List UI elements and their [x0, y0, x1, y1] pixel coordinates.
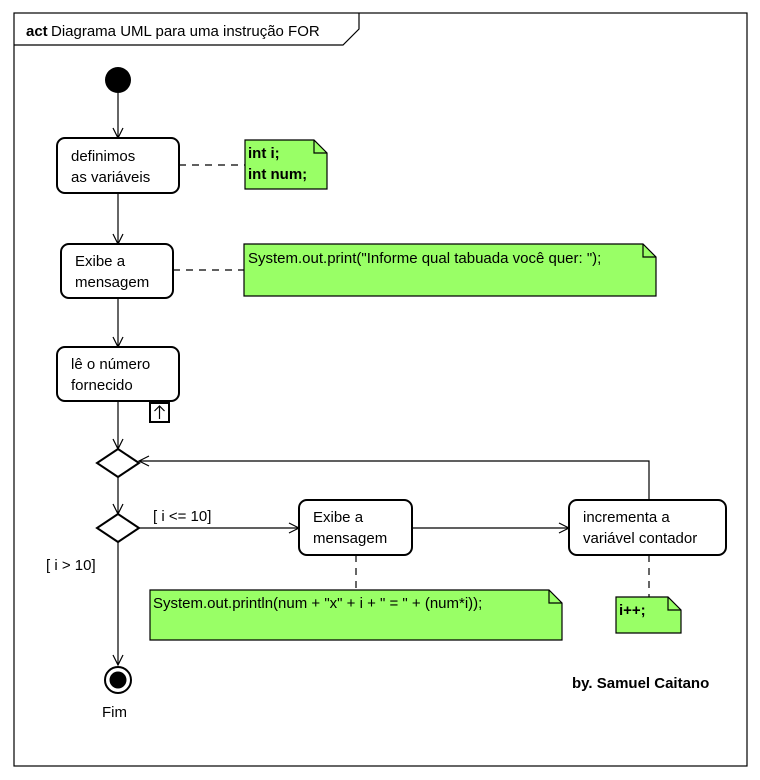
frame-title: Diagrama UML para uma instrução FOR [51, 23, 320, 40]
flow-increment-merge [139, 461, 650, 500]
action-increment-counter-line2: variável contador [583, 530, 697, 547]
guard-loop-true: [ i <= 10] [153, 508, 211, 525]
action-read-number-line1: lê o número [71, 356, 150, 373]
action-define-variables-line2: as variáveis [71, 169, 150, 186]
action-increment-counter-line1: incrementa a [583, 509, 670, 526]
note-incr [615, 596, 682, 634]
action-show-message-1-line1: Exibe a [75, 253, 126, 270]
final-node-inner [109, 671, 127, 689]
note-vars-line2: int num; [248, 166, 307, 183]
action-increment-counter [568, 499, 727, 556]
note-print-fold [642, 244, 656, 258]
note-println [149, 589, 563, 641]
note-println-fold [548, 590, 562, 604]
note-println-text: System.out.println(num + "x" + i + " = "… [153, 595, 482, 612]
frame-title-tab [14, 13, 360, 46]
action-read-number [56, 346, 180, 402]
frame-keyword: act [26, 23, 48, 40]
action-define-variables-line1: definimos [71, 148, 135, 165]
end-label: Fim [102, 704, 127, 721]
action-read-number-line2: fornecido [71, 377, 133, 394]
note-incr-fold [667, 597, 681, 611]
initial-node [105, 67, 131, 93]
note-vars [244, 139, 328, 190]
note-vars-fold [313, 140, 327, 154]
guard-loop-false: [ i > 10] [46, 557, 96, 574]
note-vars-line1: int i; [248, 145, 280, 162]
note-incr-text: i++; [619, 602, 646, 619]
action-show-message-2-line2: mensagem [313, 530, 387, 547]
decision-node [95, 512, 141, 544]
note-print-text: System.out.print("Informe qual tabuada v… [248, 250, 601, 267]
action-show-message-2-line1: Exibe a [313, 509, 364, 526]
note-print [243, 243, 657, 297]
action-show-message-1 [60, 243, 174, 299]
action-show-message-1-line2: mensagem [75, 274, 149, 291]
up-arrow-icon [149, 402, 170, 423]
author-credit: by. Samuel Caitano [572, 675, 709, 692]
merge-node [95, 447, 141, 479]
